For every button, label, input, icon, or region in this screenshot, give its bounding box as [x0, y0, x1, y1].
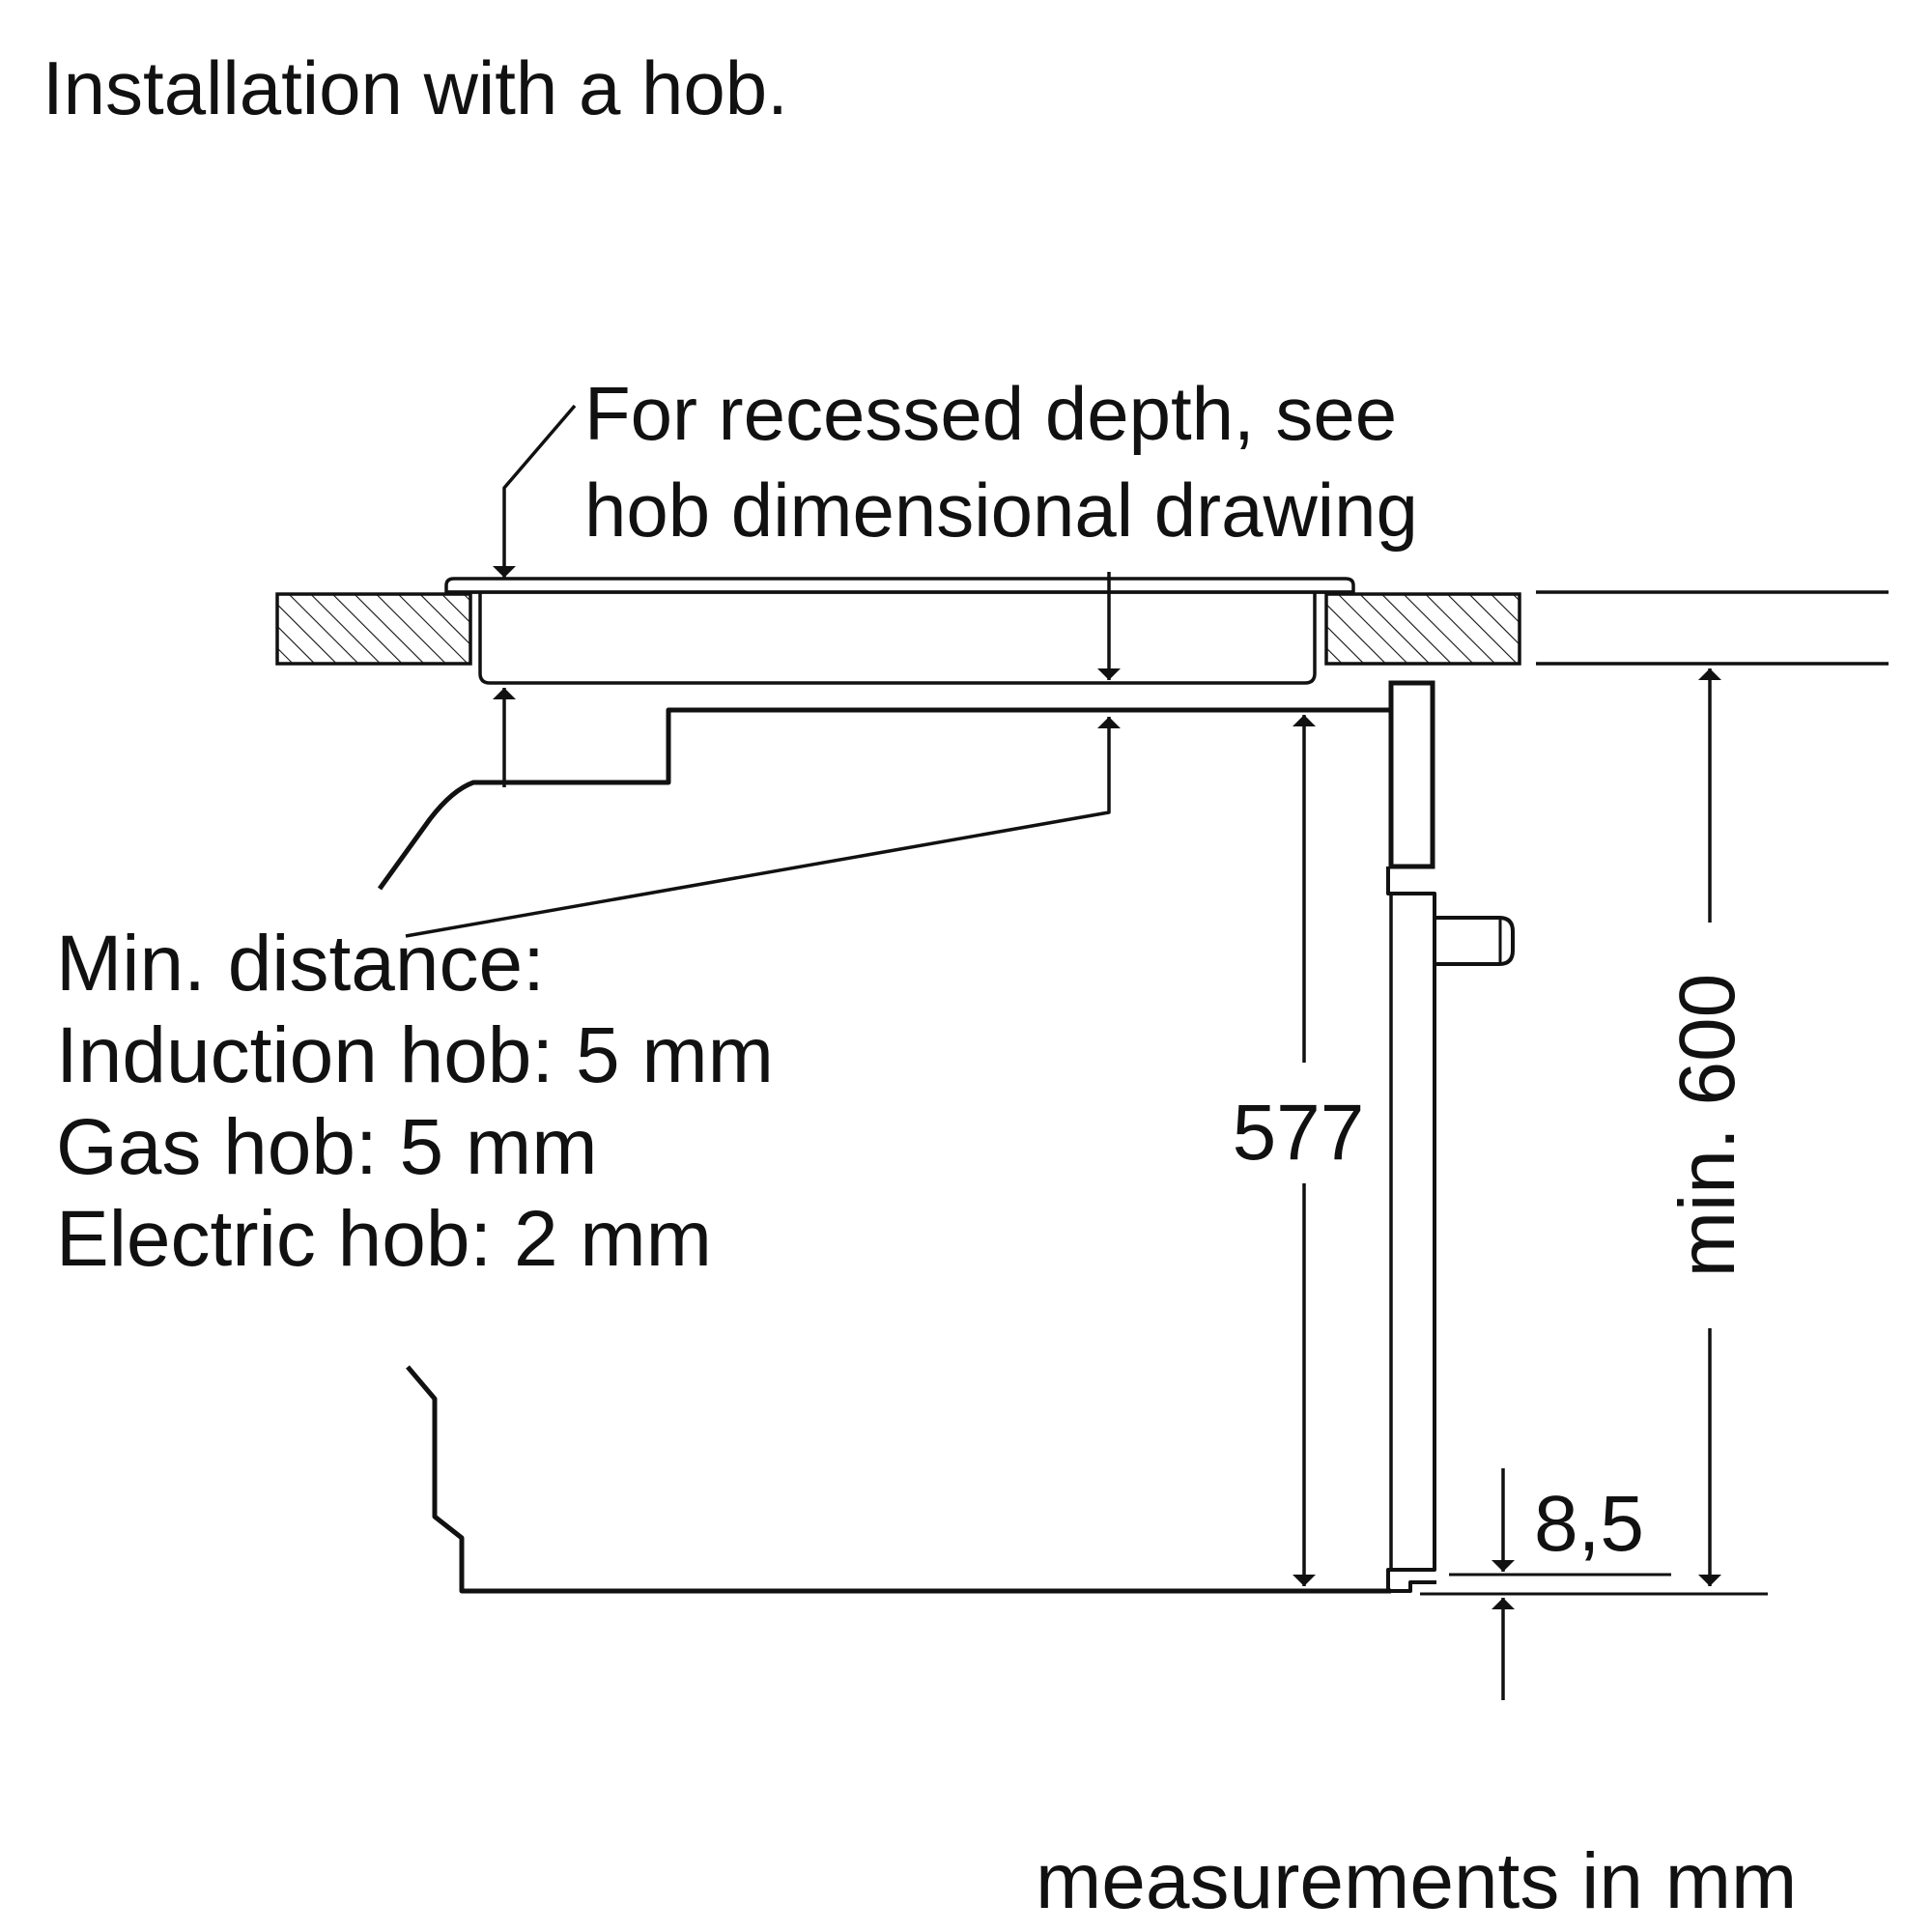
recess-leader-line [493, 404, 577, 578]
min-distance-gas: Gas hob: 5 mm [56, 1103, 598, 1191]
oven-top-outline [377, 707, 1391, 891]
min-distance-leader-line [405, 717, 1121, 938]
page-title: Installation with a hob. [43, 45, 788, 130]
hob-top-plate [444, 577, 1355, 594]
worktop-left-section [275, 592, 472, 666]
hob-body [478, 592, 1317, 685]
worktop-right-section [1324, 592, 1521, 666]
recess-callout-line1: For recessed depth, see [584, 371, 1397, 456]
oven-control-panel [1388, 680, 1435, 869]
dim-600-label: min. 600 [1663, 974, 1751, 1278]
units-note: measurements in mm [1036, 1837, 1797, 1925]
oven-door [1386, 867, 1436, 1593]
dim-8-5-label: 8,5 [1534, 1480, 1644, 1568]
dim-577-label: 577 [1233, 1089, 1365, 1177]
min-distance-induction: Induction hob: 5 mm [56, 1011, 774, 1099]
oven-bottom-outline [406, 1365, 1391, 1594]
min-distance-heading: Min. distance: [56, 920, 545, 1008]
recess-callout-line2: hob dimensional drawing [584, 468, 1418, 553]
oven-handle [1435, 916, 1515, 966]
min-distance-electric: Electric hob: 2 mm [56, 1195, 712, 1283]
